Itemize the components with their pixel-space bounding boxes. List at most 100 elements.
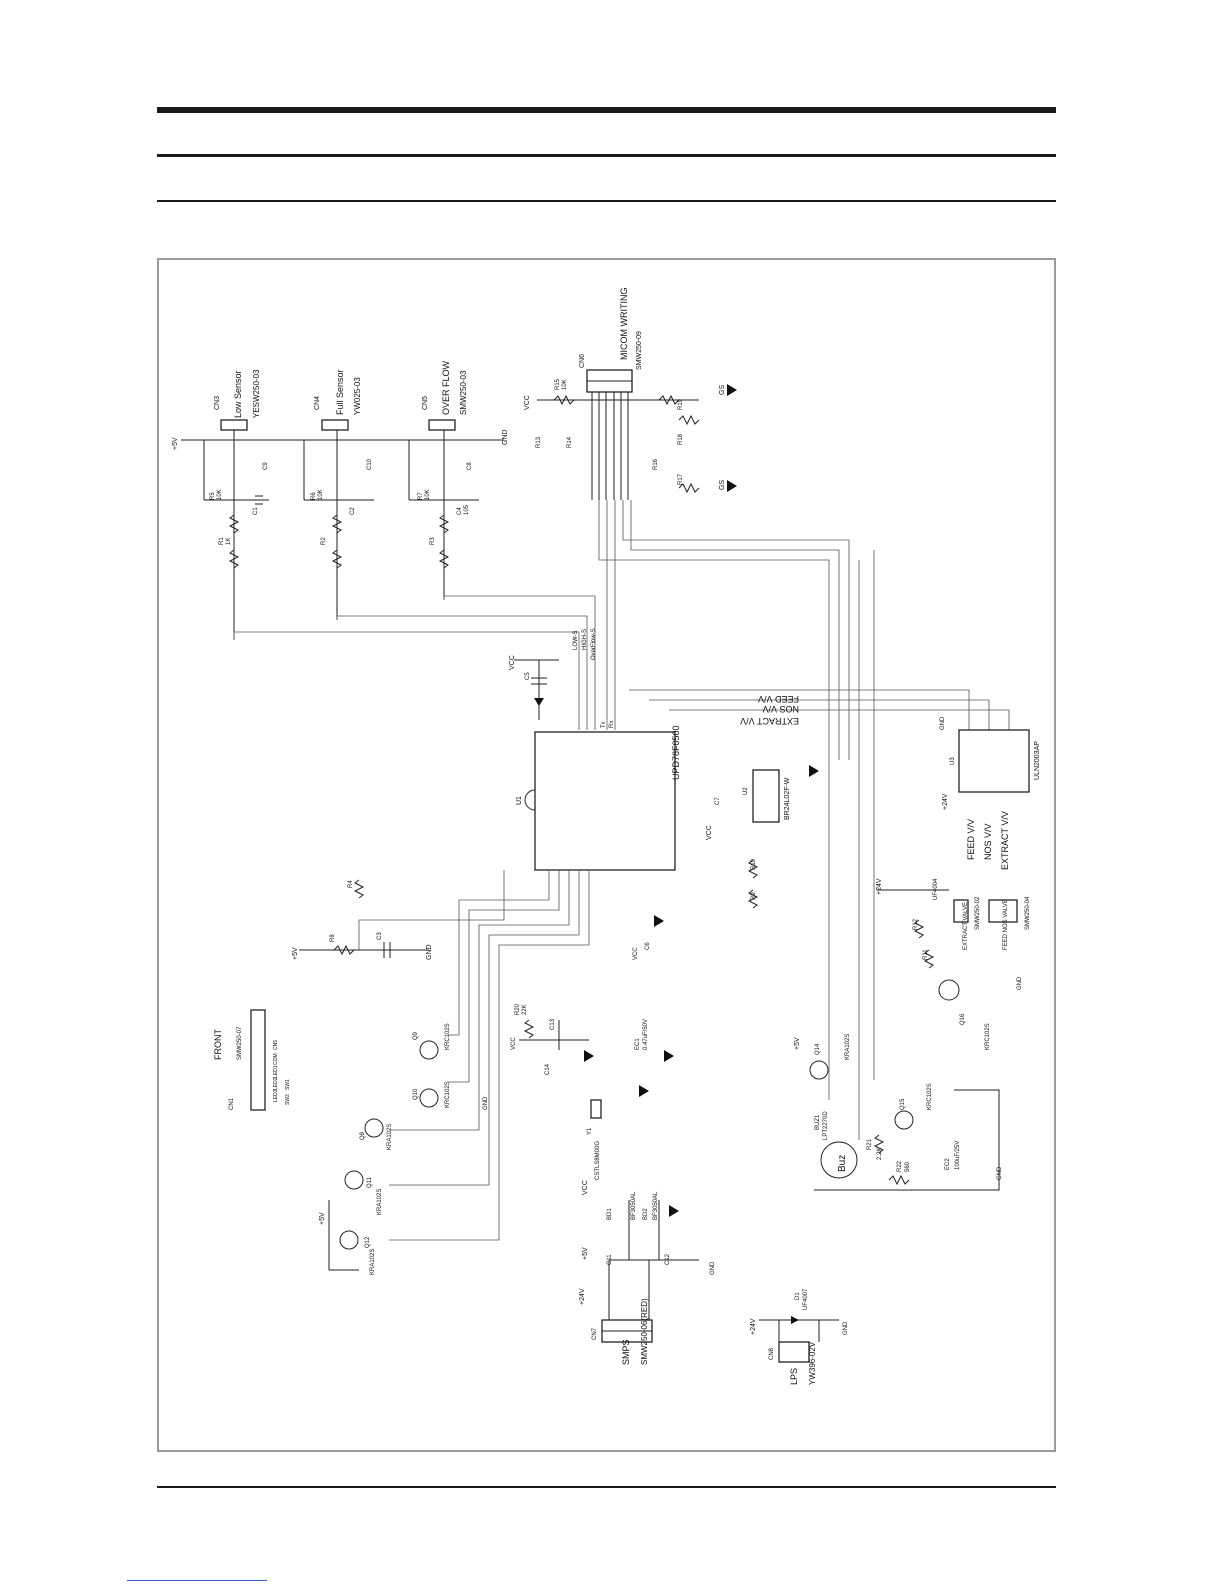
gnd-label: GND	[1017, 976, 1023, 990]
net-overflow-s: OverFlow-S	[591, 628, 597, 660]
gnd-label: GND	[483, 1096, 489, 1110]
feed-vv-driver-label: FEED V/V	[966, 819, 976, 860]
cn7-part-label: SMW250-06(RED)	[640, 1298, 649, 1365]
u1-microcontroller	[524, 731, 676, 871]
front-transistor-array	[328, 1040, 439, 1271]
trace-nos-vv	[649, 699, 990, 730]
c1-label: C1	[253, 507, 259, 515]
cn8-part-label: YW396-02V	[808, 1341, 817, 1385]
r11-label: R11	[923, 949, 929, 960]
header-rule-middle	[157, 154, 1056, 157]
q16-transistor	[938, 979, 960, 1001]
front-pin: SW1	[285, 1079, 291, 1090]
trace-q11	[389, 870, 580, 1186]
trace-q9	[449, 870, 550, 1036]
u1-label: U1	[516, 796, 523, 805]
r10-label: R10	[751, 858, 757, 870]
r16-label: R16	[653, 458, 659, 470]
footer-rule	[157, 1486, 1056, 1488]
cn10-connector	[988, 899, 1018, 923]
front-pin: LED2	[273, 1077, 279, 1090]
header-rule-thin	[157, 200, 1056, 202]
front-pin: CN5	[273, 1040, 279, 1050]
c7-label: C7	[715, 797, 721, 805]
c13-label: C13	[550, 1018, 556, 1030]
r6-value: 10K	[318, 489, 324, 500]
p24v-label: +24V	[750, 1318, 757, 1335]
q16-label: Q16	[960, 1013, 966, 1025]
buzzer	[820, 1141, 858, 1179]
c4-label: C4	[457, 507, 463, 515]
r17-label: R17	[678, 473, 684, 485]
bd1-part-label: BF3050AL	[631, 1191, 637, 1220]
vcc-label: VCC	[582, 1180, 589, 1195]
q8-label: Q8	[360, 1131, 366, 1140]
cn3-part-label: YESW250-03	[252, 369, 261, 418]
c4-value: 105	[464, 504, 470, 515]
rail-label: +5V	[172, 437, 179, 450]
q11-part-label: KRA102S	[377, 1189, 383, 1215]
c8-label: C8	[467, 462, 473, 470]
front-pin: LED1	[273, 1065, 279, 1078]
vcc-label: VCC	[509, 655, 516, 670]
p5v-label: +5V	[794, 1037, 801, 1050]
ec2-label: EC2	[945, 1158, 951, 1170]
c2-label: C2	[350, 507, 356, 515]
p5v-label: +5V	[292, 947, 299, 960]
sensor-full-branch	[303, 419, 374, 620]
q3-part-label: UF4004	[933, 878, 939, 900]
trace-extract-vv	[669, 709, 1010, 730]
vcc-label: VCC	[706, 825, 713, 840]
cn7-label: CN7	[592, 1327, 598, 1340]
cn6-part-label: SMW250-09	[636, 331, 643, 370]
r7-label: R7	[418, 492, 424, 500]
rail-label: GND	[502, 429, 509, 445]
r1-value: 1K	[226, 538, 232, 545]
low-sensor-label: Low Sensor	[233, 370, 243, 418]
r18-label: R18	[678, 433, 684, 445]
d1-label: D1	[795, 1292, 801, 1300]
r9-label: R9	[751, 892, 757, 900]
q9-label: Q9	[413, 1031, 419, 1040]
gs-label: GS	[719, 480, 726, 490]
front-pin: LED3	[273, 1089, 279, 1102]
buz1-part-label: LPT2270D	[823, 1111, 829, 1140]
net-low-s: LOW-S	[573, 630, 579, 650]
u1-part-label: UPD78F0500	[671, 725, 681, 780]
sensor-low-branch	[203, 419, 269, 640]
r13-label: R13	[536, 436, 542, 448]
ec2-value: 100uF/25V	[955, 1141, 961, 1170]
full-sensor-label: Full Sensor	[335, 369, 345, 415]
extract-vv-label: EXTRACT V/V	[740, 716, 799, 726]
q16-part-label: KRC102S	[985, 1023, 991, 1050]
net-high-s: HIGH-S	[582, 629, 588, 650]
r6-label: R6	[311, 492, 317, 500]
r21-label: R21	[867, 1138, 873, 1150]
q14-transistor	[809, 1060, 829, 1080]
r5-value: 10K	[217, 489, 223, 500]
r22-label: R22	[897, 1160, 903, 1172]
r2-label: R2	[321, 537, 327, 545]
trace-cn6-c	[598, 500, 830, 1100]
q10-part-label: KRC102S	[445, 1081, 451, 1108]
schematic-frame: +5V GND Low Sensor YESW250-03 CN3 Full S…	[157, 258, 1056, 1452]
q12-label: Q12	[365, 1236, 371, 1248]
over-flow-label: OVER FLOW	[441, 360, 451, 415]
c9-label: C9	[263, 462, 269, 470]
gnd-label: GND	[940, 716, 946, 730]
c12-label: C12	[665, 1253, 671, 1265]
r14-label: R14	[567, 436, 573, 448]
extract-valve-label: EXTRACT VALVE	[963, 902, 969, 950]
feed-vv-label: FEED V/V	[758, 694, 799, 704]
cn1-part-label: SMW250-07	[237, 1026, 243, 1060]
cn5-label: CN5	[422, 396, 429, 410]
cn2-part-label: SMW250-02	[975, 896, 981, 930]
q14-label: Q14	[815, 1043, 821, 1055]
buz1-label: BUZ1	[815, 1114, 821, 1130]
r1-label: R1	[219, 537, 225, 545]
buz-label: Buz	[837, 1155, 848, 1172]
cn10-part-label: SMW250-04	[1025, 896, 1031, 930]
r12-label: R12	[913, 918, 919, 930]
bd2-label: BD2	[643, 1208, 649, 1220]
c6-label: C6	[645, 942, 651, 950]
